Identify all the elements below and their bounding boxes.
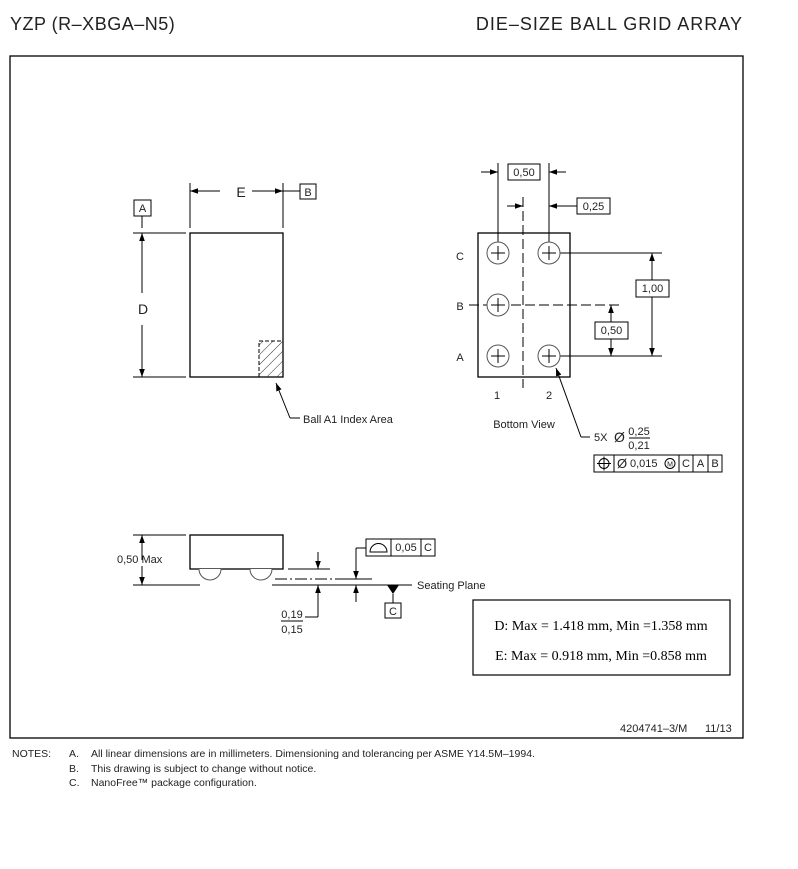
ball-a1 (486, 344, 510, 368)
flatness-datum: C (424, 542, 432, 554)
drawing-frame (9, 55, 744, 739)
fcf-datum-2: A (697, 458, 705, 470)
offset-x-box (576, 197, 611, 215)
ball-a1-index-area (259, 341, 283, 377)
mmc-modifier-icon (664, 458, 676, 469)
package-outline-side (189, 534, 284, 570)
row-label-b: B (456, 301, 463, 313)
pitch-y-total-box (635, 279, 670, 298)
package-outline-top (189, 232, 284, 378)
position-tolerance-frame: Ø 0,015 M C A B (593, 454, 723, 473)
drawing-number: 4204741–3/M (620, 723, 687, 735)
ball-c2 (537, 241, 561, 265)
bottom-view: 0,50 0,25 1,00 0,50 C B A 1 2 Bottom Vie… (456, 163, 723, 473)
dimension-limits-box: D: Max = 1.418 mm, Min =1.358 mm E: Max … (472, 599, 731, 676)
fcf-datum-3: B (711, 458, 718, 470)
note-c-text: NanoFree™ package configuration. (91, 777, 257, 789)
standoff-min: 0,15 (281, 624, 302, 636)
col-label-2: 2 (546, 390, 552, 402)
notes: NOTES: A. All linear dimensions are in m… (12, 748, 535, 789)
solder-ball-2 (249, 568, 273, 581)
fcf-dia-symbol: Ø (617, 456, 627, 471)
revision-date: 11/13 (705, 723, 732, 735)
fcf-modifier: M (667, 462, 673, 469)
pitch-y-total-value: 1,00 (642, 283, 663, 295)
row-label-c: C (456, 251, 464, 263)
standoff-max: 0,19 (281, 609, 302, 621)
package-type-title: DIE–SIZE BALL GRID ARRAY (476, 14, 743, 34)
ball-c1 (486, 241, 510, 265)
package-code: YZP (R–XBGA–N5) (10, 14, 175, 34)
ball-count: 5X (594, 432, 608, 444)
side-view: Seating Plane 0,50 Max 0,19 0,15 0,05 C (117, 534, 486, 636)
e-limits: E: Max = 0.918 mm, Min =0.858 mm (495, 649, 707, 664)
note-b-text: This drawing is subject to change withou… (91, 763, 316, 775)
seating-plane-label: Seating Plane (417, 580, 486, 592)
top-view: E B A D Ball A1 Index Area (133, 183, 394, 426)
ball-dia-min: 0,21 (628, 440, 649, 452)
datum-c-triangle (387, 585, 399, 594)
flatness-tolerance-frame: 0,05 C (365, 538, 436, 557)
position-icon (597, 456, 611, 471)
d-limits: D: Max = 1.418 mm, Min =1.358 mm (494, 619, 707, 634)
notes-label: NOTES: (12, 748, 51, 760)
pitch-y-box (594, 321, 629, 340)
ball-dia-max: 0,25 (628, 426, 649, 438)
pitch-x-value: 0,50 (513, 167, 534, 179)
datum-b-box (299, 183, 317, 200)
offset-x-value: 0,25 (583, 201, 604, 213)
dim-e-label: E (236, 184, 245, 200)
flatness-value: 0,05 (395, 542, 416, 554)
note-b-letter: B. (69, 763, 79, 775)
dim-d-label: D (138, 301, 148, 317)
height-max-label: 0,50 Max (117, 554, 163, 566)
datum-c-box (384, 602, 402, 619)
fcf-datum-1: C (682, 458, 690, 470)
bottom-view-title: Bottom View (493, 419, 555, 431)
ball-a2 (537, 344, 561, 368)
pitch-x-box (507, 163, 541, 181)
datum-c-label: C (389, 606, 397, 618)
note-a-letter: A. (69, 748, 79, 760)
ball-b1 (486, 293, 510, 317)
note-a-text: All linear dimensions are in millimeters… (91, 748, 535, 760)
fcf-tolerance: 0,015 (630, 458, 658, 470)
profile-surface-icon (369, 543, 388, 553)
solder-ball-1 (198, 568, 222, 581)
row-label-a: A (456, 352, 464, 364)
datum-a-label: A (139, 203, 147, 215)
datum-b-label: B (304, 187, 311, 199)
diameter-symbol: Ø (614, 429, 625, 445)
col-label-1: 1 (494, 390, 500, 402)
note-c-letter: C. (69, 777, 80, 789)
pitch-y-value: 0,50 (601, 325, 622, 337)
index-area-label: Ball A1 Index Area (303, 414, 394, 426)
